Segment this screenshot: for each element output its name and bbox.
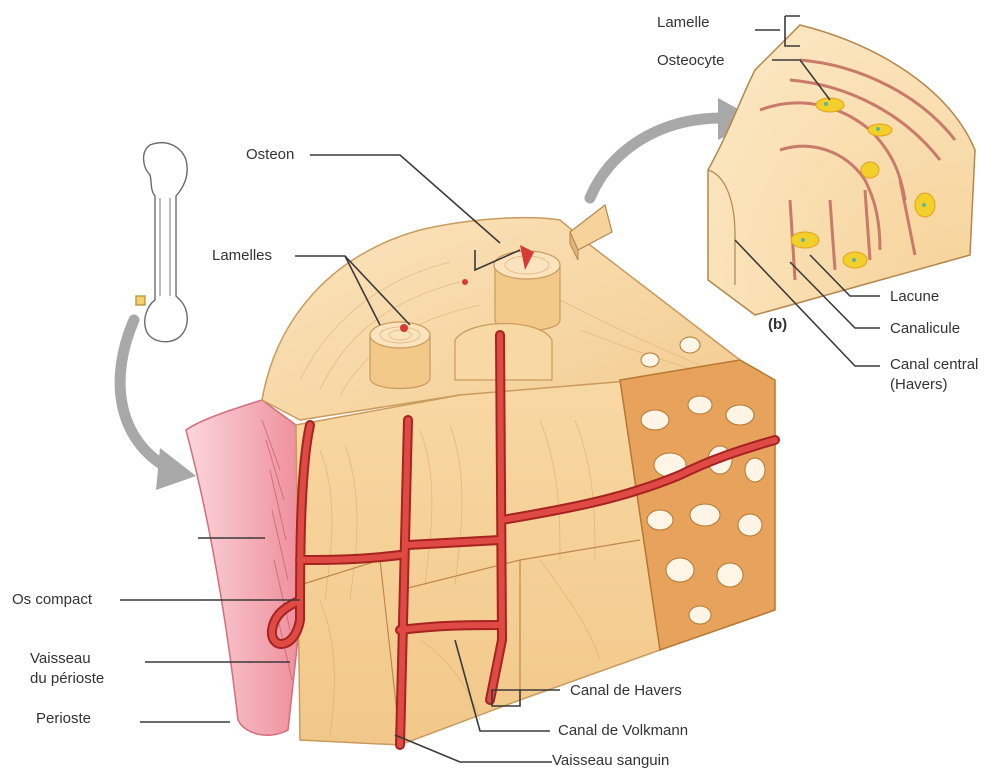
periosteum-layer <box>186 400 300 735</box>
zoom-arrow-left <box>120 320 196 490</box>
label-panel-b: (b) <box>768 316 787 333</box>
label-canal-central-havers: (Havers) <box>890 376 948 393</box>
label-vaisseau-sanguin: Vaisseau sanguin <box>552 752 669 769</box>
label-osteocyte: Osteocyte <box>657 52 725 69</box>
label-lacune: Lacune <box>890 288 939 305</box>
osteon-cylinder-1 <box>370 322 430 389</box>
inset-osteon-magnified <box>708 25 975 315</box>
label-os-compact: Os compact <box>12 591 92 608</box>
label-perioste: Perioste <box>36 710 91 727</box>
label-canal-havers: Canal de Havers <box>570 682 682 699</box>
label-canalicule: Canalicule <box>890 320 960 337</box>
label-lamelles: Lamelles <box>212 247 272 264</box>
label-osteon: Osteon <box>246 146 294 163</box>
label-canal-volkmann: Canal de Volkmann <box>558 722 688 739</box>
long-bone-icon <box>136 143 187 342</box>
label-canal-central: Canal central <box>890 356 978 373</box>
label-vaisseau-perioste-2: du périoste <box>30 670 104 687</box>
label-lamelle: Lamelle <box>657 14 710 31</box>
label-vaisseau-perioste-1: Vaisseau <box>30 650 91 667</box>
